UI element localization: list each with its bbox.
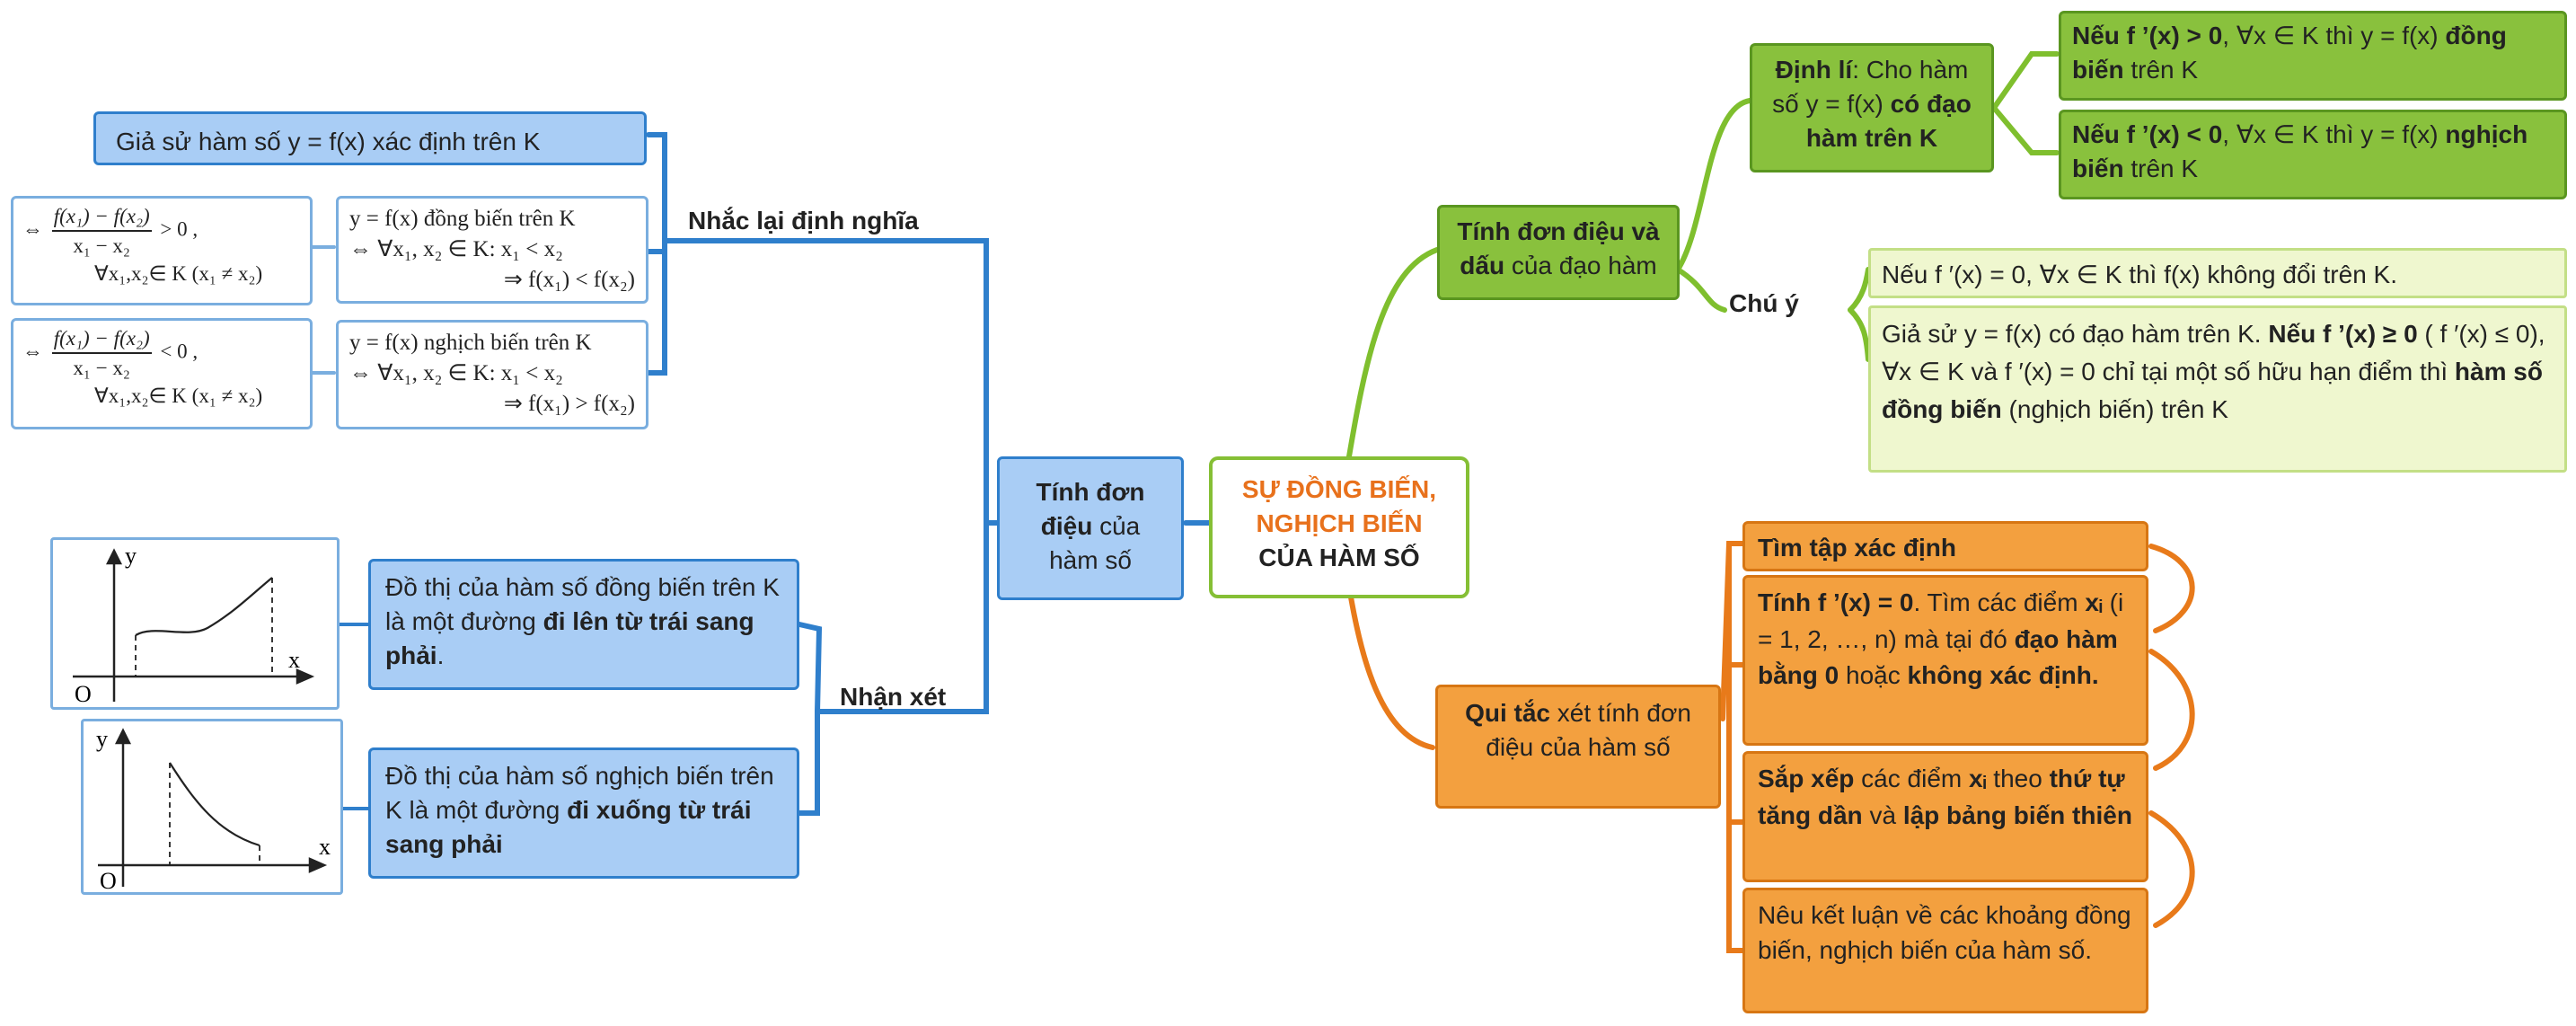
derivative-sign-hub[interactable]: Tính đơn điệu và dấu của đạo hàm [1437, 205, 1680, 300]
remark-increasing[interactable]: Đồ thị của hàm số đồng biến trên K là mộ… [368, 559, 799, 690]
link-definition-decreasing [646, 238, 667, 376]
link-derivative-note [1675, 267, 1727, 313]
label-remark: Nhận xét [840, 683, 947, 711]
def-inc-line1: y = f(x) đồng biến trên K [349, 207, 576, 231]
rule-step-1[interactable]: Tìm tập xác định [1742, 521, 2148, 571]
link-remark-down [797, 709, 820, 816]
label-note: Chú ý [1729, 289, 1799, 317]
def-increasing-equivalent[interactable]: ⇔ f(x₁) − f(x₂) x₁ − x₂ > 0 , ∀x₁,x₂∈ K … [11, 196, 313, 305]
note-finite-zeros[interactable]: Giả sử y = f(x) có đạo hàm trên K. Nếu f… [1868, 305, 2567, 473]
rule-step-4-text: Nêu kết luận về các khoảng đồng biến, ng… [1758, 901, 2131, 965]
note-constant[interactable]: Nếu f ′(x) = 0, ∀x ∈ K thì f(x) không đổ… [1868, 248, 2567, 298]
x-arrow-icon [296, 668, 315, 685]
definition-assume-text: Giả sử hàm số y = f(x) xác định trên K [116, 128, 541, 155]
def-dec-line1: y = f(x) nghịch biến trên K [349, 331, 592, 355]
x-arrow-icon [308, 857, 328, 873]
theorem-node[interactable]: Định lí: Cho hàm số y = f(x) có đạo hàm … [1750, 43, 1994, 172]
graph-decreasing: y x O [81, 719, 343, 895]
y-arrow-icon [114, 728, 132, 745]
link-note-1 [1848, 267, 1871, 313]
arrow-s2-s3 [2148, 649, 2195, 771]
rule-step-4[interactable]: Nêu kết luận về các khoảng đồng biến, ng… [1742, 888, 2148, 1013]
decreasing-curve [169, 762, 260, 847]
def-dec-line2: ⇔ ∀x₁, x₂ ∈ K: x₁ < x₂ [349, 360, 563, 385]
link-rule-steps [1720, 541, 1745, 953]
equiv-icon: ⇔ [22, 340, 43, 363]
graph-up-origin-label: O [75, 681, 92, 707]
link-derivative-theorem [1675, 98, 1752, 272]
note-constant-text: Nếu f ′(x) = 0, ∀x ∈ K thì f(x) không đổ… [1882, 261, 2398, 288]
label-definition: Nhắc lại định nghĩa [688, 207, 919, 234]
link-definition-assume [646, 132, 667, 243]
graph-down-y-label: y [96, 726, 108, 752]
def-inc-line2: ⇔ ∀x₁, x₂ ∈ K: x₁ < x₂ [349, 236, 563, 261]
link-theorem-neg [1991, 105, 2060, 155]
left-hub-line2: điệu của [1040, 511, 1141, 540]
graph-down-x-label: x [319, 834, 331, 860]
equiv-icon: ⇔ [22, 217, 43, 241]
link-hub-definition [662, 238, 1000, 526]
link-theorem-pos [1991, 51, 2060, 111]
rule-step-1-text: Tìm tập xác định [1758, 534, 1956, 562]
increasing-curve [135, 577, 273, 636]
theorem-negative[interactable]: Nếu f ’(x) < 0, ∀x ∈ K thì y = f(x) nghị… [2059, 110, 2567, 199]
rule-hub[interactable]: Qui tắc xét tính đơn điệu của hàm số [1435, 685, 1721, 809]
inc-relation: > 0 , [160, 217, 198, 241]
remark-decreasing[interactable]: Đồ thị của hàm số nghịch biến trên K là … [368, 747, 799, 879]
link-remark-up [797, 622, 823, 714]
arrow-s3-s4 [2148, 810, 2195, 928]
difference-quotient: f(x₁) − f(x₂) x₁ − x₂ [51, 202, 152, 260]
rule-step-3[interactable]: Sắp xếp các điểm xᵢ theo thứ tự tăng dần… [1742, 751, 2148, 882]
left-hub-node[interactable]: Tính đơn điệu của hàm số [997, 456, 1184, 600]
graph-increasing: y x O [50, 537, 340, 710]
def-dec-line3: ⇒ f(x₁) > f(x₂) [503, 391, 635, 416]
difference-quotient: f(x₁) − f(x₂) x₁ − x₂ [51, 324, 152, 382]
definition-assume[interactable]: Giả sử hàm số y = f(x) xác định trên K [93, 111, 647, 165]
inc-condition: ∀x₁,x₂∈ K (x₁ ≠ x₂) [94, 262, 263, 286]
central-title-line1: SỰ ĐỒNG BIẾN, [1241, 475, 1437, 503]
arrow-s1-s2 [2148, 544, 2195, 633]
def-decreasing-equivalent[interactable]: ⇔ f(x₁) − f(x₂) x₁ − x₂ < 0 , ∀x₁,x₂∈ K … [11, 318, 313, 429]
y-arrow-icon [105, 548, 123, 565]
central-title-line2: NGHỊCH BIẾN [1256, 509, 1423, 537]
dec-condition: ∀x₁,x₂∈ K (x₁ ≠ x₂) [94, 385, 263, 408]
link-center-derivative [1345, 247, 1440, 470]
link-hub-remark [815, 520, 1000, 714]
def-increasing-box[interactable]: y = f(x) đồng biến trên K ⇔ ∀x₁, x₂ ∈ K:… [336, 196, 648, 304]
central-title-line3: CỦA HÀM SỐ [1258, 543, 1420, 571]
left-hub-line1: Tính đơn [1036, 478, 1145, 506]
rule-step-2[interactable]: Tính f ’(x) = 0. Tìm các điểm xᵢ (i = 1,… [1742, 575, 2148, 746]
dec-relation: < 0 , [160, 340, 198, 363]
graph-up-y-label: y [125, 543, 137, 569]
graph-down-origin-label: O [100, 868, 117, 892]
left-hub-line3: hàm số [1049, 545, 1132, 574]
theorem-positive[interactable]: Nếu f ’(x) > 0, ∀x ∈ K thì y = f(x) đồng… [2059, 11, 2567, 101]
graph-up-x-label: x [288, 647, 300, 673]
central-topic[interactable]: SỰ ĐỒNG BIẾN, NGHỊCH BIẾN CỦA HÀM SỐ [1209, 456, 1469, 598]
link-note-2 [1848, 307, 1871, 362]
link-center-rule [1345, 572, 1435, 750]
def-decreasing-box[interactable]: y = f(x) nghịch biến trên K ⇔ ∀x₁, x₂ ∈ … [336, 320, 648, 429]
def-inc-line3: ⇒ f(x₁) < f(x₂) [503, 267, 635, 292]
